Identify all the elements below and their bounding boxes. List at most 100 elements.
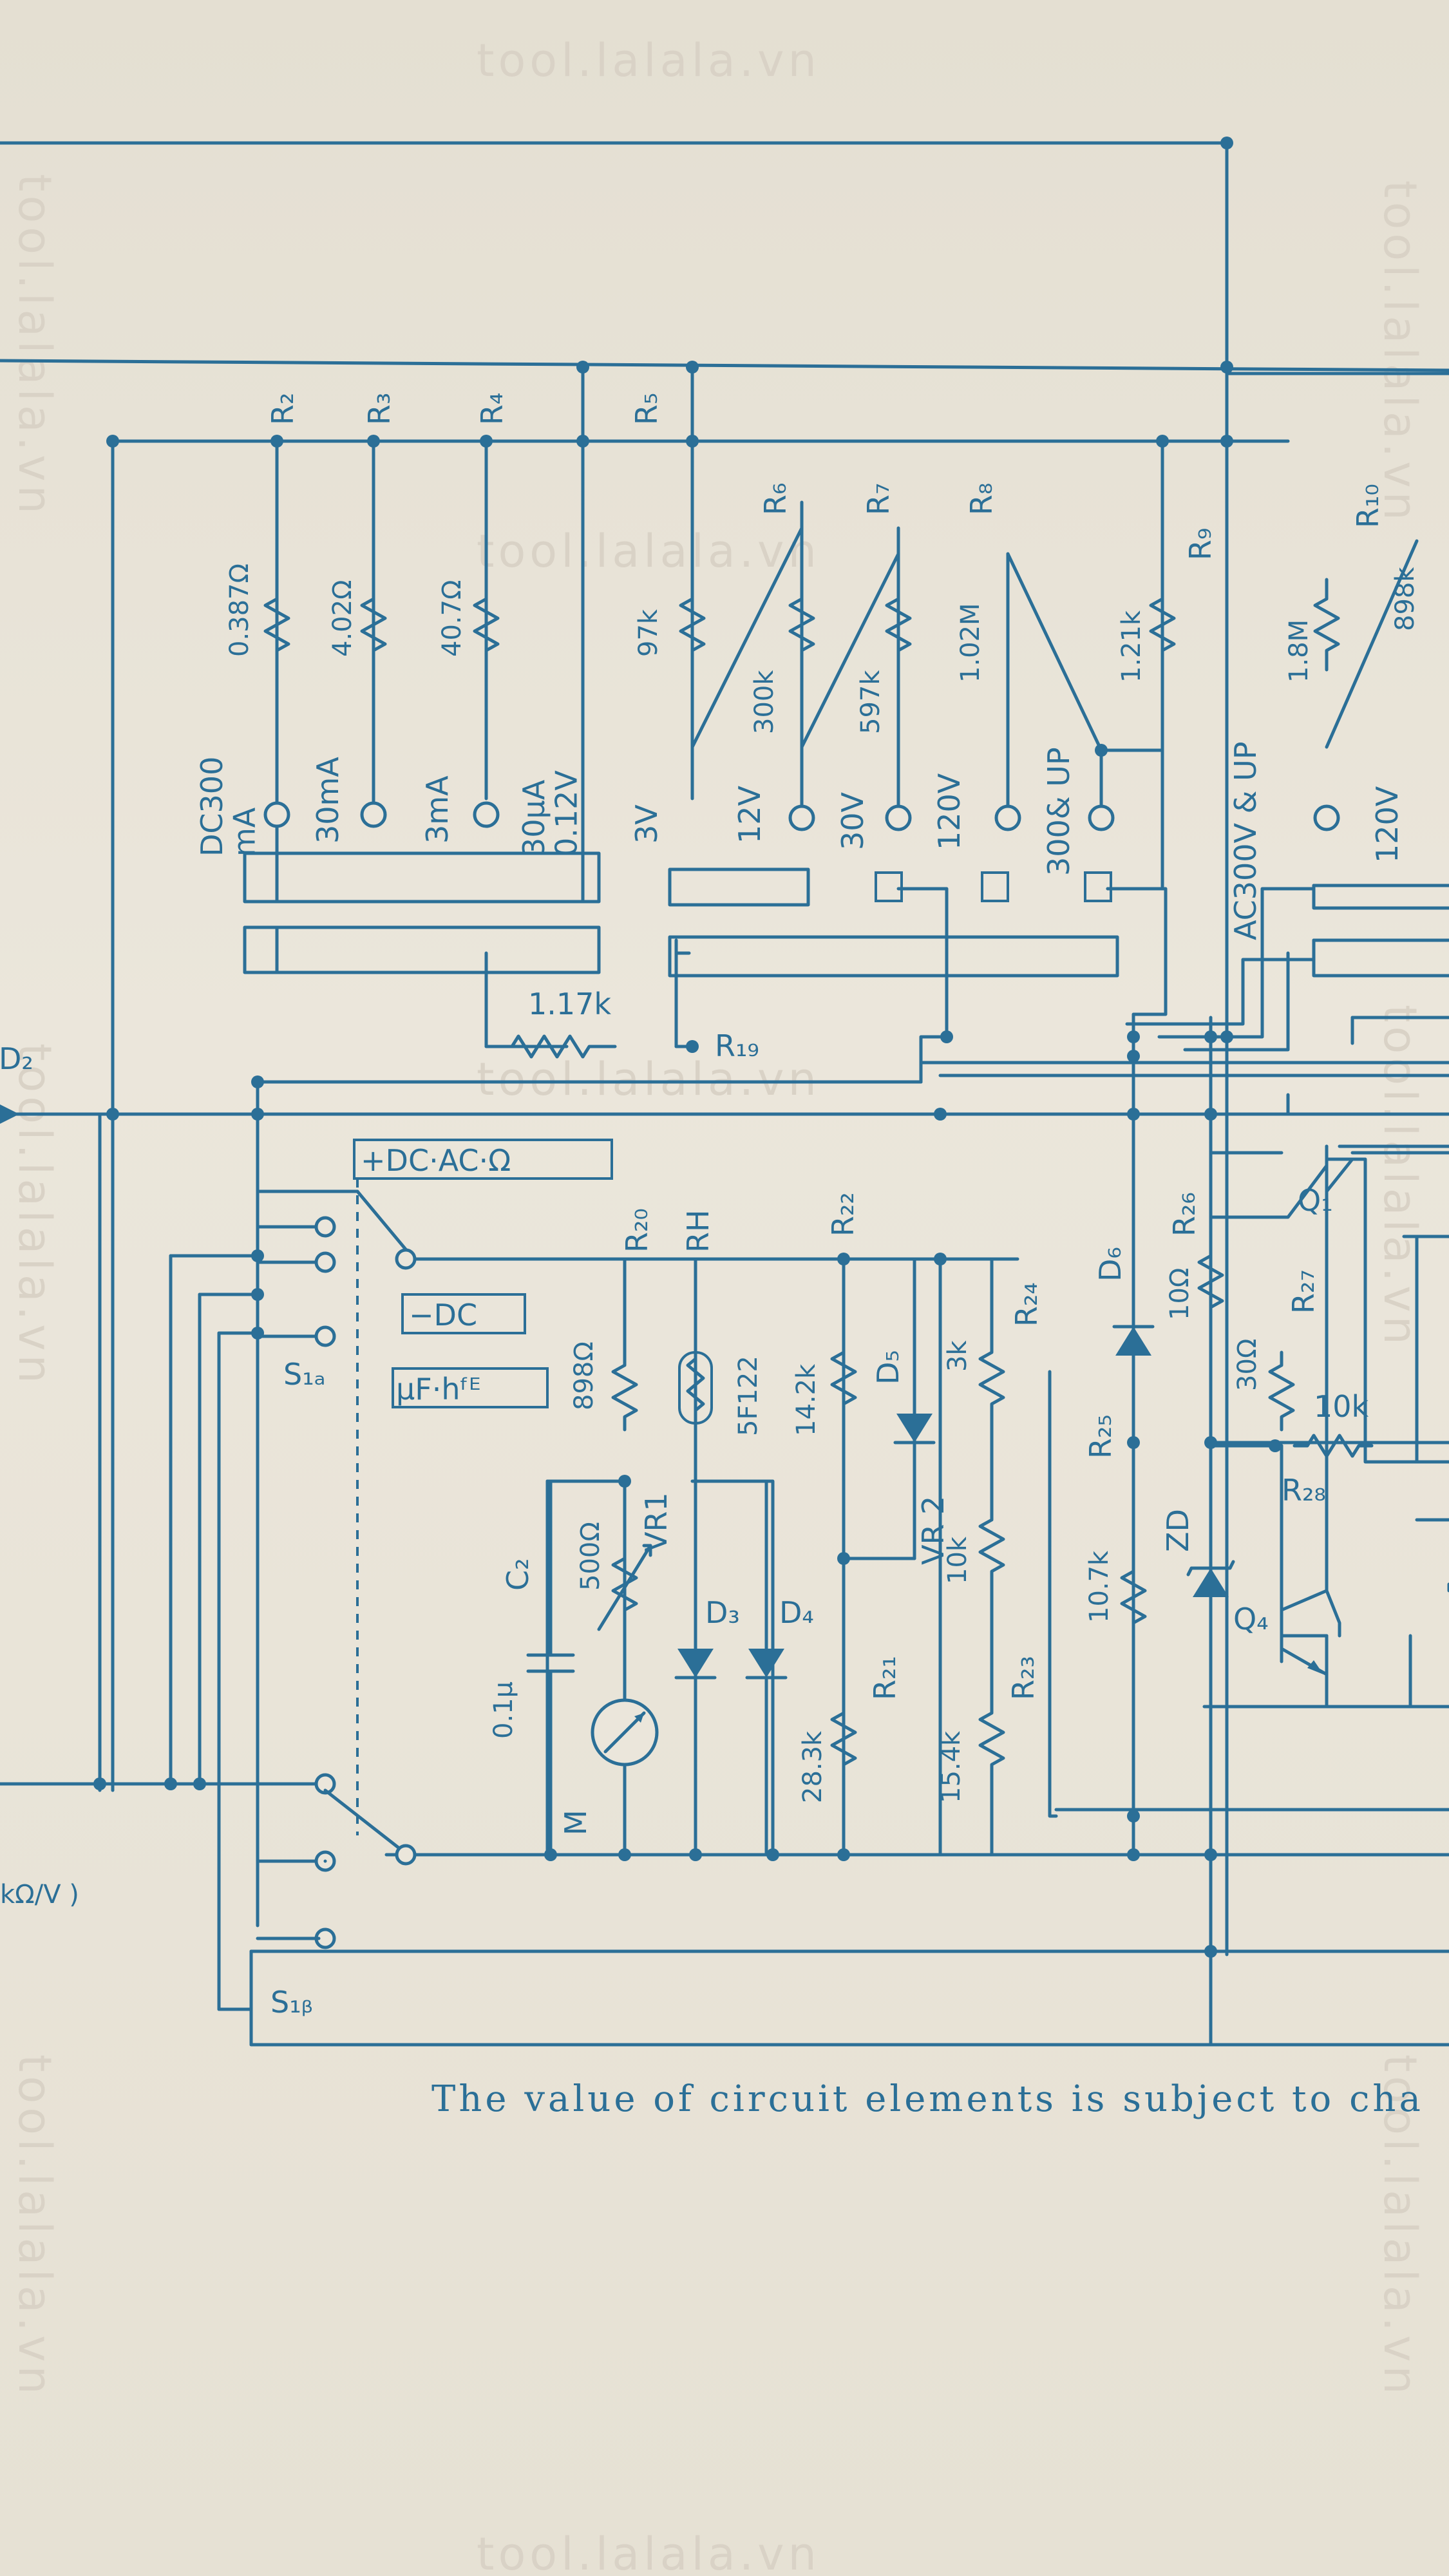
r27-value: 30Ω <box>1233 1339 1262 1391</box>
r20-value: 898Ω <box>569 1341 599 1410</box>
capacitor-c2 <box>526 1479 575 1857</box>
watermark-mid: tool.lalala.vn <box>477 525 820 578</box>
d2-arrow <box>0 1104 19 1124</box>
range-12v: 12V <box>732 785 767 844</box>
r8-label: R₈ <box>964 483 999 515</box>
r8-value: 1.02M <box>956 603 985 683</box>
watermark-center: tool.lalala.vn <box>477 1053 820 1106</box>
r6-value: 300k <box>750 670 779 734</box>
r28-value: 10k <box>1314 1389 1369 1424</box>
rh-label: RH <box>681 1209 715 1253</box>
q4-label: Q₄ <box>1233 1602 1269 1636</box>
r22-label: R₂₂ <box>826 1192 860 1236</box>
mode-dc-ac-ohm: +DC·AC·Ω <box>361 1143 511 1178</box>
r9-label: R₉ <box>1183 528 1218 560</box>
vr2-label: VR 2 <box>916 1496 951 1565</box>
r25-label: R₂₅ <box>1083 1414 1118 1459</box>
r2-value: 0.387Ω <box>225 564 254 657</box>
range-wipers <box>690 526 1419 820</box>
watermark-top: tool.lalala.vn <box>477 34 820 87</box>
r3-label: R₃ <box>362 393 397 425</box>
mode-neg-dc: −DC <box>409 1298 477 1332</box>
s1b-label: S₁ᵦ <box>270 1985 313 2020</box>
junctions <box>93 137 1282 1958</box>
r26-label: R₂₆ <box>1167 1192 1202 1236</box>
terminals <box>256 801 1340 1949</box>
r19-value: 1.17k <box>528 987 611 1021</box>
range-squares <box>875 871 1112 902</box>
r4-label: R₄ <box>475 393 509 425</box>
r7-value: 597k <box>856 670 886 734</box>
r10-value: 898k <box>1390 567 1420 631</box>
vr1-value: 500Ω <box>576 1522 605 1591</box>
watermark-left-3: tool.lalala.vn <box>8 2054 61 2398</box>
meter-label: M <box>558 1810 593 1835</box>
r21-label: R₂₁ <box>867 1656 902 1700</box>
r3-value: 4.02Ω <box>328 580 357 657</box>
r23-label: R₂₃ <box>1006 1656 1041 1700</box>
r4-value: 40.7Ω <box>437 580 467 657</box>
q1-label: Q₁ <box>1298 1183 1333 1218</box>
d5-label: D₅ <box>871 1350 905 1385</box>
range-3v: 3V <box>629 804 664 844</box>
range-ac120v: 120V <box>1370 786 1405 863</box>
r22-value: 14.2k <box>791 1363 821 1436</box>
r26-value: 10Ω <box>1165 1268 1195 1320</box>
range-30ma: 30mA <box>310 757 345 844</box>
r24-value: 3k <box>943 1340 972 1372</box>
s1a-label: S₁ₐ <box>283 1357 326 1392</box>
meter-m <box>591 1698 659 1857</box>
footer-note: The value of circuit elements is subject… <box>431 2078 1424 2120</box>
range-30ua: 30μA0.12V <box>516 770 584 857</box>
d4-label: D₄ <box>779 1595 814 1630</box>
units-label: kΩ/V ) <box>0 1880 79 1909</box>
r5-value: 97k <box>634 609 663 657</box>
r27-label: R₂₇ <box>1286 1269 1321 1314</box>
r21-value: 28.3k <box>798 1730 828 1803</box>
diodes <box>674 1257 1235 1741</box>
vr1-label: VR1 <box>639 1492 674 1552</box>
mode-uf-hfe: μF·hᶠᴱ <box>396 1372 480 1406</box>
r28-label: R₂₈ <box>1282 1473 1326 1508</box>
watermark-left-2: tool.lalala.vn <box>8 1043 61 1387</box>
mode-box-negdc <box>401 1293 526 1334</box>
r5-label: R₅ <box>629 393 664 425</box>
d6-label: D₆ <box>1093 1247 1128 1282</box>
r10-label: R₁₀ <box>1350 484 1385 528</box>
r6-label: R₆ <box>758 483 793 515</box>
range-120v: 120V <box>932 773 967 850</box>
range-30v: 30V <box>835 791 870 850</box>
r9-value: 1.21k <box>1117 610 1146 683</box>
r20-label: R₂₀ <box>620 1208 654 1253</box>
watermark-left-1: tool.lalala.vn <box>8 174 61 518</box>
range-300up: 300& UP <box>1041 747 1076 876</box>
wires <box>0 141 1449 2047</box>
d2-label: D₂ <box>0 1041 33 1076</box>
range-dc300ma: DC300mA <box>194 757 262 857</box>
d3-label: D₃ <box>705 1595 740 1630</box>
zd-label: ZD <box>1160 1509 1195 1552</box>
range-ac300up: AC300V & UP <box>1228 741 1263 940</box>
r2-label: R₂ <box>265 393 300 425</box>
r25-value: 10.7k <box>1084 1550 1114 1623</box>
rh-thermistor <box>678 1257 713 1425</box>
watermark-right-1: tool.lalala.vn <box>1374 180 1426 524</box>
vr2-value: 10k <box>943 1536 972 1584</box>
r19-label: R₁₉ <box>715 1028 759 1063</box>
watermark-bottom: tool.lalala.vn <box>477 2528 820 2576</box>
r7-label: R₇ <box>861 483 896 515</box>
transistor-q4 <box>1280 1589 1329 1676</box>
mode-box-ufhfe <box>392 1367 549 1408</box>
transistor-q1 <box>1209 1144 1354 1219</box>
resistor-zigzags <box>263 578 1374 1857</box>
c2-value: 0.1μ <box>489 1681 518 1739</box>
range-3ma: 3mA <box>420 775 455 844</box>
vr1-variable-resistor <box>597 1479 652 1702</box>
r24-label: R₂₄ <box>1009 1282 1044 1327</box>
r23-value: 15.4k <box>936 1730 966 1803</box>
watermark-right-3: tool.lalala.vn <box>1374 2054 1426 2398</box>
r10b-value: 1.8M <box>1284 620 1314 683</box>
rh-value: 5F122 <box>734 1356 763 1436</box>
